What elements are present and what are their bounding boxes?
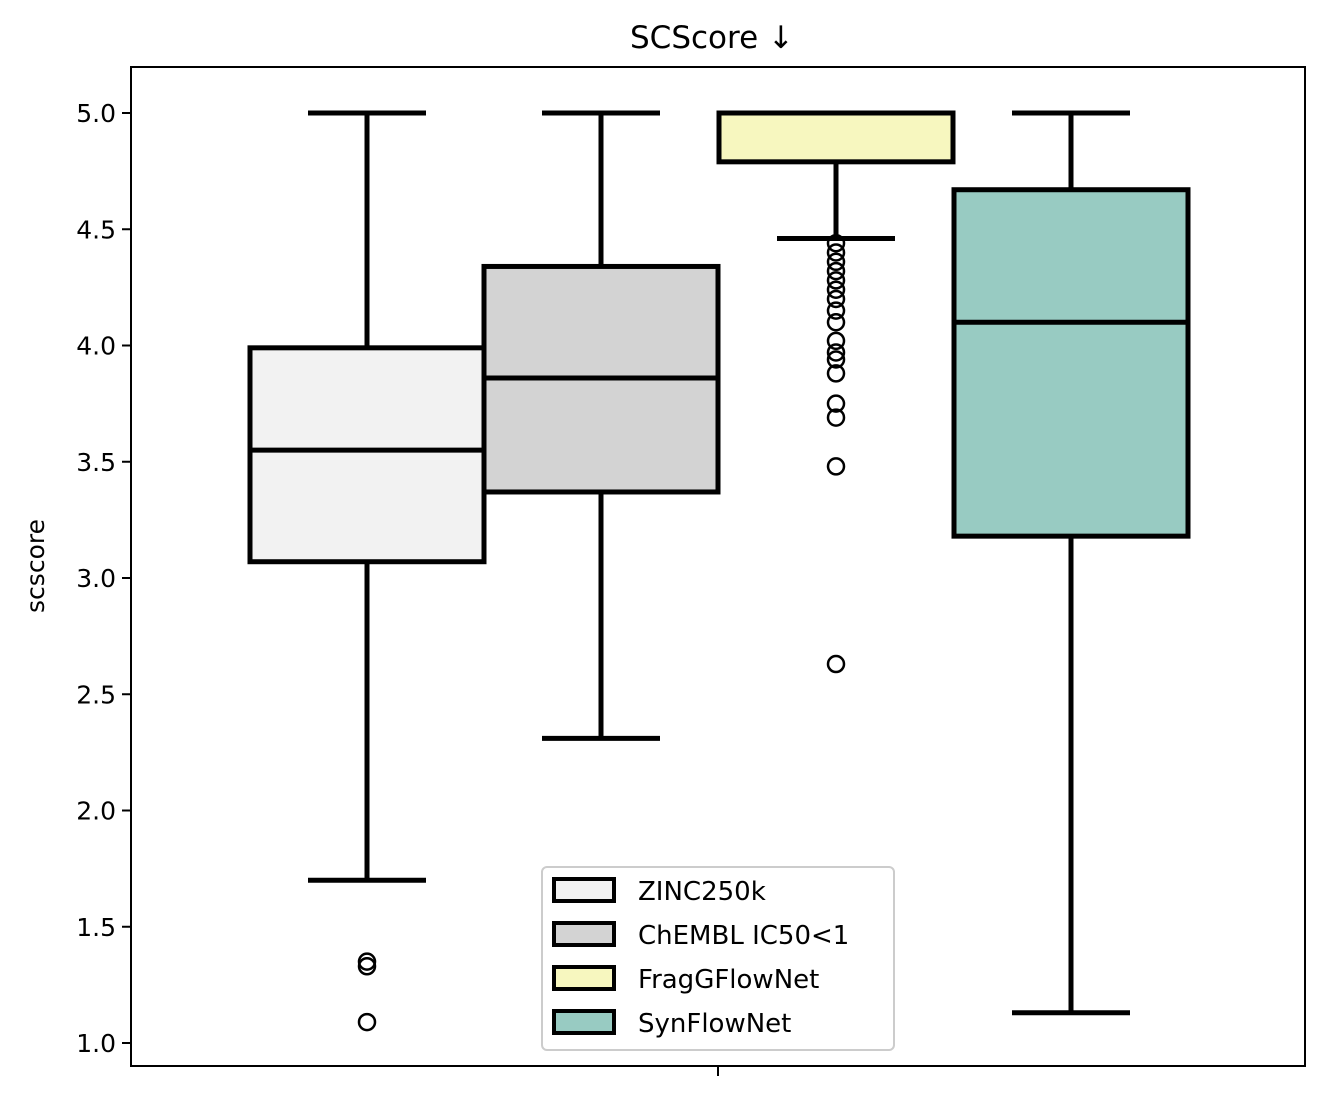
legend-frame [541,866,895,1051]
legend-swatch [552,1009,616,1035]
outlier-point [357,957,377,976]
box-zinc250k [247,110,487,1032]
outlier-point [826,271,846,290]
outlier-point [826,350,846,369]
outlier-point [826,252,846,272]
outlier-point [357,952,377,971]
outlier-point [826,280,846,299]
y-axis-label: scscore [21,519,50,613]
box-synflownet [951,110,1191,1016]
box-chembl-ic50-1 [481,110,721,741]
outlier-point [826,243,846,262]
legend-item: FragGFlowNet [552,965,819,995]
outlier-point [826,408,846,427]
outlier-point [826,261,846,281]
legend-swatch [552,921,616,947]
legend-item: ZINC250k [552,877,766,907]
legend-swatch [552,965,616,991]
legend-item: ChEMBL IC50<1 [552,921,849,951]
outlier-point [357,1012,377,1032]
y-tick-label: 1.5 [76,913,116,942]
y-tick-label: 4.0 [76,332,116,361]
outlier-point [826,343,846,362]
outlier-point [826,331,846,351]
y-tick-label: 3.0 [76,564,116,593]
outlier-point [826,654,846,674]
legend-swatch [552,877,616,903]
chart-title: SCScore ↓ [630,20,794,56]
outlier-point [826,457,846,476]
legend-label: SynFlowNet [638,1009,791,1039]
outlier-point [826,233,846,253]
y-tick-label: 3.5 [76,448,116,477]
outlier-point [826,289,846,309]
legend-label: ChEMBL IC50<1 [638,921,849,951]
y-axis: 1.0 1.5 2.0 2.5 3.0 3.5 4.0 4.5 5.0 [76,99,131,1058]
legend-label: ZINC250k [638,877,766,907]
y-tick-label: 2.5 [76,680,116,709]
outlier-point [826,394,846,413]
outlier-point [826,313,846,332]
box-fraggflownet [716,110,956,674]
y-tick-label: 2.0 [76,797,116,826]
legend-label: FragGFlowNet [638,965,819,995]
outlier-point [826,301,846,320]
y-tick-label: 4.5 [76,215,116,244]
y-tick-label: 1.0 [76,1029,116,1058]
outlier-point [826,364,846,383]
box-series-group [247,110,1191,1032]
legend-item: SynFlowNet [552,1009,791,1039]
iqr-box [247,345,487,565]
iqr-box [716,110,956,165]
iqr-box [951,187,1191,539]
y-tick-label: 5.0 [76,99,116,128]
